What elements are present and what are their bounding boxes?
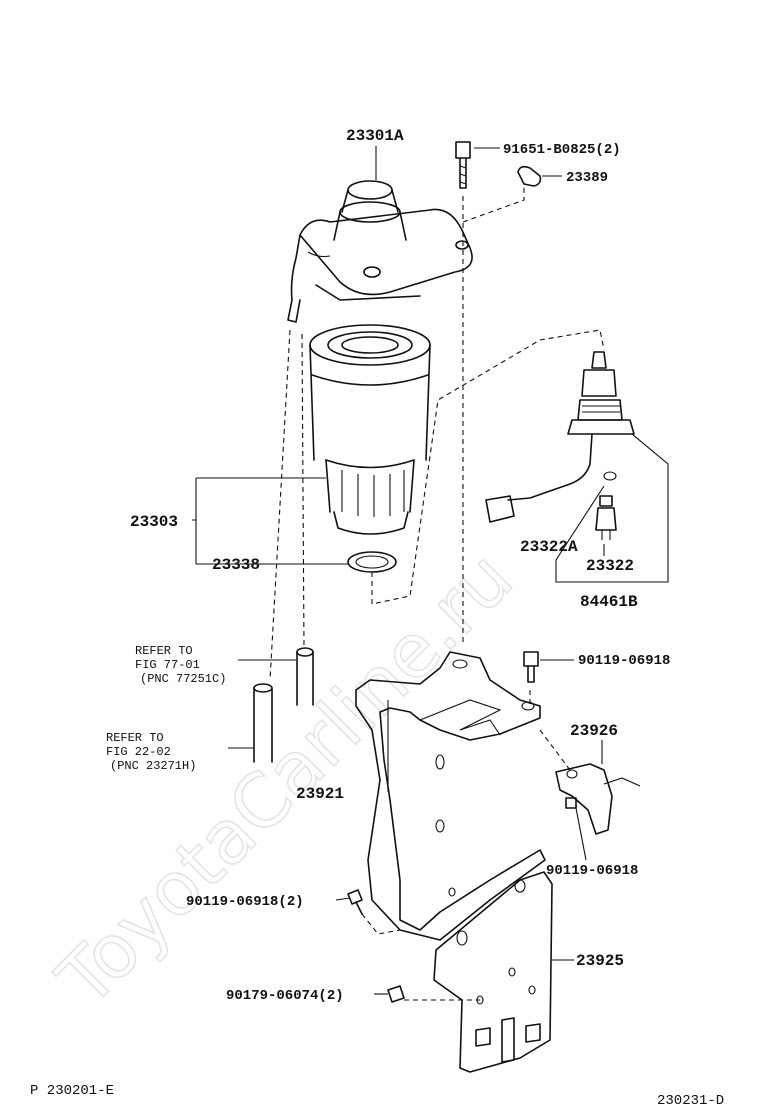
label-90119-06918-left: 90119-06918(2) [186,894,304,910]
label-23301a: 23301A [346,127,404,145]
nut-left-drawing [387,985,405,1003]
label-90179-06074: 90179-06074(2) [226,988,344,1004]
warning-switch-drawing [485,351,635,540]
bolt-left-drawing [347,889,363,915]
ref1-line2: FIG 77-01 [135,658,200,672]
label-23303: 23303 [130,513,178,531]
hoses-drawing [253,647,314,763]
filter-element-drawing [309,324,431,535]
bracket-plate-drawing [433,871,553,1073]
ref2-line1: REFER TO [106,731,164,745]
ref2-line3: (PNC 23271H) [110,759,196,773]
label-91651-b0825: 91651-B0825(2) [503,142,621,158]
watermark: ToyotaCarline.ru [41,535,529,1023]
bolt-90119-top-drawing [523,651,539,683]
assembly-lines [269,186,605,1001]
ref2-line2: FIG 22-02 [106,745,171,759]
bolt-91651-drawing [455,141,471,189]
ref1-line1: REFER TO [135,644,193,658]
o-ring-drawing [347,551,397,573]
main-bracket-drawing [355,651,546,941]
label-23389: 23389 [566,170,608,186]
label-90119-06918-small: 90119-06918 [546,863,638,879]
label-23322: 23322 [586,557,634,575]
label-23322a: 23322A [520,538,578,556]
filter-housing-drawing [287,180,473,323]
label-90119-06918-top: 90119-06918 [578,653,670,669]
label-23338: 23338 [212,556,260,574]
footer-right: 230231-D [657,1093,724,1109]
label-23926: 23926 [570,722,618,740]
small-bracket-drawing [555,763,641,835]
clamp-23389-drawing [517,165,542,187]
footer-left: P 230201-E [30,1083,114,1099]
leader-lines [192,146,669,995]
label-23925: 23925 [576,952,624,970]
ref1-line3: (PNC 77251C) [140,672,226,686]
label-23921: 23921 [296,785,344,803]
label-84461b: 84461B [580,593,638,611]
